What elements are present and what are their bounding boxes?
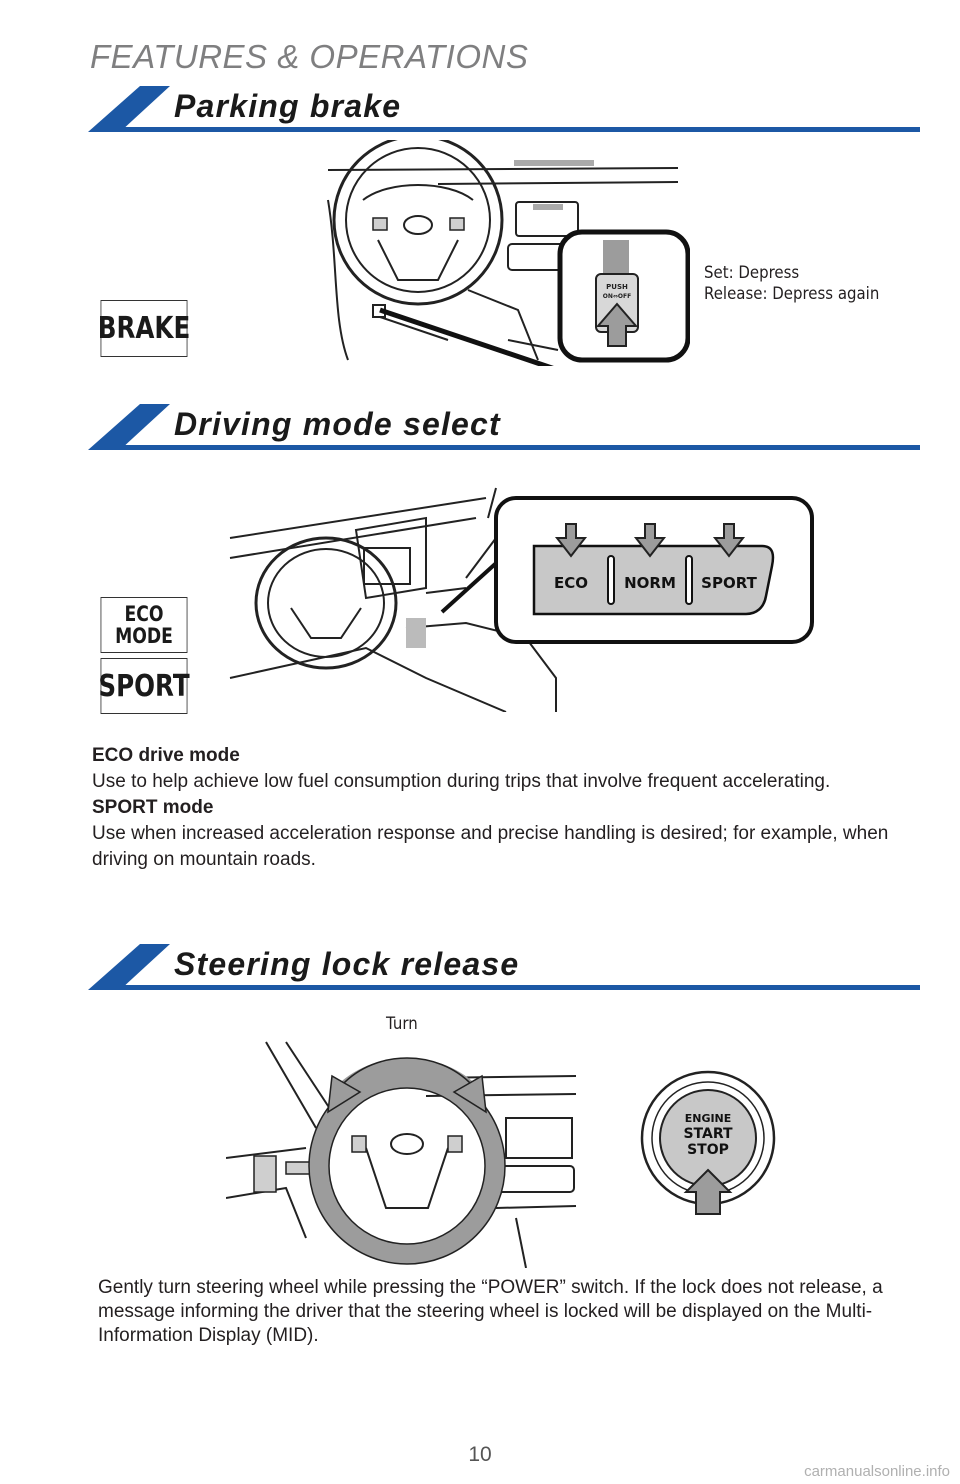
section-title-parking-brake: Parking brake [174,88,402,124]
mode-button-eco: ECO [554,574,588,592]
press-arrow-icon [712,523,746,558]
driving-mode-illustration: ECO NORM SPORT [229,487,814,712]
banner-stripe [88,404,920,450]
page-header: FEATURES & OPERATIONS [90,38,529,75]
sport-badge-label: SPORT [98,668,190,704]
page-number: 10 [468,1443,492,1466]
turn-label: Turn [386,1014,418,1034]
section-title-steering-lock: Steering lock release [174,946,520,982]
mode-button-norm: NORM [624,574,676,592]
brake-indicator-badge: BRAKE [97,300,191,357]
rotate-right-arrow-icon [452,1074,487,1114]
driving-mode-description: ECO drive mode Use to help achieve low f… [92,743,892,873]
banner-stripe [88,86,920,132]
watermark: carmanualsonline.info [804,1463,950,1480]
rotate-left-arrow-icon [327,1074,362,1114]
section-banner-driving-mode: Driving mode select [88,404,920,450]
switch-label-push: PUSH [606,283,628,291]
section-banner-steering-lock: Steering lock release [88,944,920,990]
sport-indicator-badge: SPORT [98,658,190,714]
eco-mode-text: Use to help achieve low fuel consumption… [92,771,831,792]
press-arrow-icon [683,1168,733,1215]
parking-brake-illustration: PUSH ON⇔OFF [327,140,690,366]
eco-mode-indicator-badge: ECO MODE [100,597,188,653]
switch-label-on-off: ON⇔OFF [603,293,631,300]
steering-lock-description: Gently turn steering wheel while pressin… [98,1277,883,1346]
engine-label-line3: STOP [687,1142,729,1158]
engine-label-line1: ENGINE [685,1112,732,1125]
press-arrow-icon [554,523,588,558]
engine-start-stop-button-illustration: ENGINE START STOP [640,1070,776,1215]
brake-badge-label: BRAKE [97,311,191,346]
sport-mode-text: Use when increased acceleration response… [92,823,889,870]
eco-badge-line1: ECO [124,602,164,626]
section-title-driving-mode: Driving mode select [174,406,501,442]
press-arrow-icon [633,523,667,558]
eco-mode-heading: ECO drive mode [92,745,240,766]
eco-badge-line2: MODE [115,624,173,648]
mode-button-sport: SPORT [701,574,757,592]
engine-label-line2: START [683,1126,733,1142]
steering-wheel-illustration [226,1041,577,1268]
parking-brake-release-text: Release: Depress again [704,284,880,304]
parking-brake-set-text: Set: Depress [704,263,800,283]
press-arrow-icon [595,302,639,347]
banner-stripe [88,944,920,990]
section-banner-parking-brake: Parking brake [88,86,920,132]
sport-mode-heading: SPORT mode [92,797,214,818]
